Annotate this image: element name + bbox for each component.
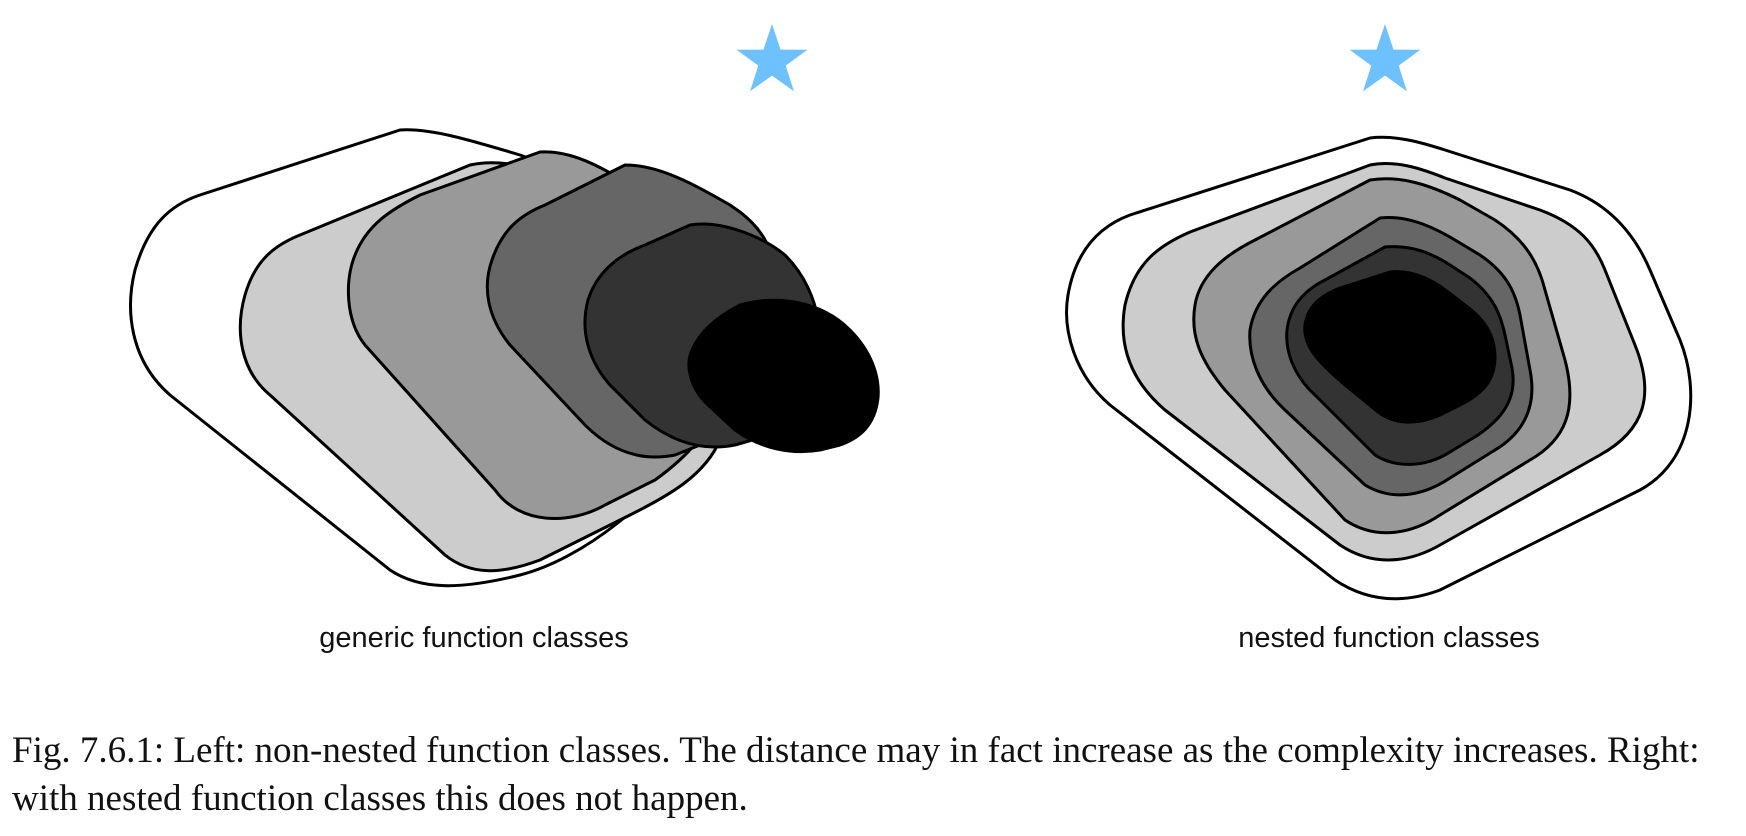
left-class-6 xyxy=(687,298,880,454)
target-star-icon-right xyxy=(1349,24,1421,92)
right-panel xyxy=(1065,135,1693,601)
figure-caption: Fig. 7.6.1: Left: non-nested function cl… xyxy=(12,730,1700,819)
left-panel xyxy=(129,128,880,588)
right-class-6 xyxy=(1303,270,1497,424)
target-star-icon-left xyxy=(736,24,808,92)
left-panel-label: generic function classes xyxy=(319,622,629,654)
right-panel-label: nested function classes xyxy=(1238,622,1540,654)
